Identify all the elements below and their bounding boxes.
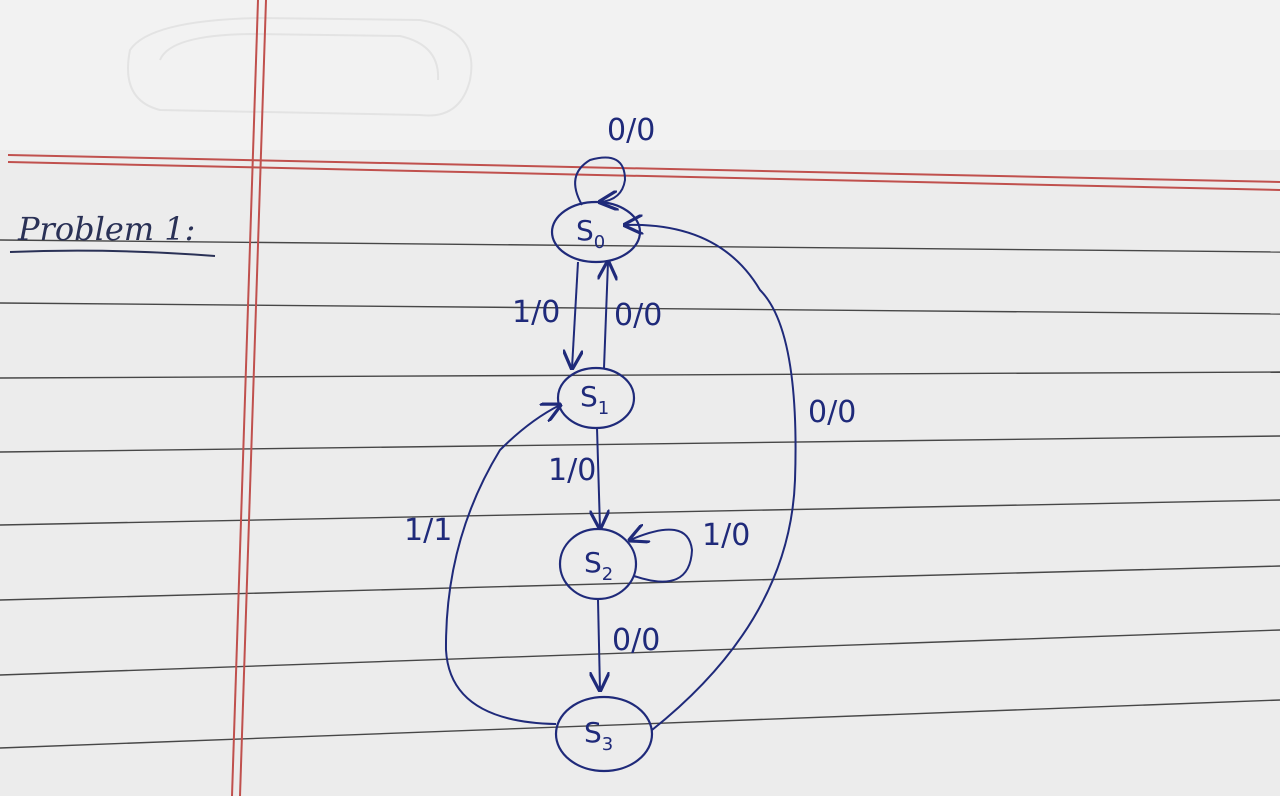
svg-text:S3: S3 xyxy=(584,716,613,755)
label-s3-s0: 0/0 xyxy=(808,395,856,430)
edge-s2-s3 xyxy=(598,599,600,690)
edge-s3-s0 xyxy=(625,225,797,731)
svg-text:S1: S1 xyxy=(580,380,609,419)
label-s0-s0: 0/0 xyxy=(607,113,655,148)
svg-text:S2: S2 xyxy=(584,546,613,585)
svg-text:S0: S0 xyxy=(576,214,605,253)
label-s1-s2: 1/0 xyxy=(548,453,596,488)
problem-heading: Problem 1: xyxy=(17,210,195,248)
label-s2-s3: 0/0 xyxy=(612,623,660,658)
label-s2-s2: 1/0 xyxy=(702,518,750,553)
edge-s0-s0 xyxy=(574,156,627,206)
watermark-logo xyxy=(127,16,473,117)
edge-s1-s2 xyxy=(597,427,600,528)
edge-s3-s1 xyxy=(444,405,560,725)
transitions xyxy=(444,156,797,731)
label-s0-s1: 1/0 xyxy=(512,295,560,330)
state-s1: S1 xyxy=(556,366,636,430)
state-s3: S3 xyxy=(554,695,654,773)
label-s1-s0: 0/0 xyxy=(614,298,662,333)
ruled-lines xyxy=(0,239,1280,749)
label-s3-s1: 1/1 xyxy=(404,513,452,548)
edge-s1-s0 xyxy=(604,262,608,369)
margin-double-line xyxy=(231,0,267,796)
heading-underline xyxy=(9,249,216,257)
paper-header-area xyxy=(0,0,1280,150)
edge-s2-s2 xyxy=(630,530,694,583)
edge-s0-s1 xyxy=(572,261,578,368)
header-double-line xyxy=(7,154,1280,191)
